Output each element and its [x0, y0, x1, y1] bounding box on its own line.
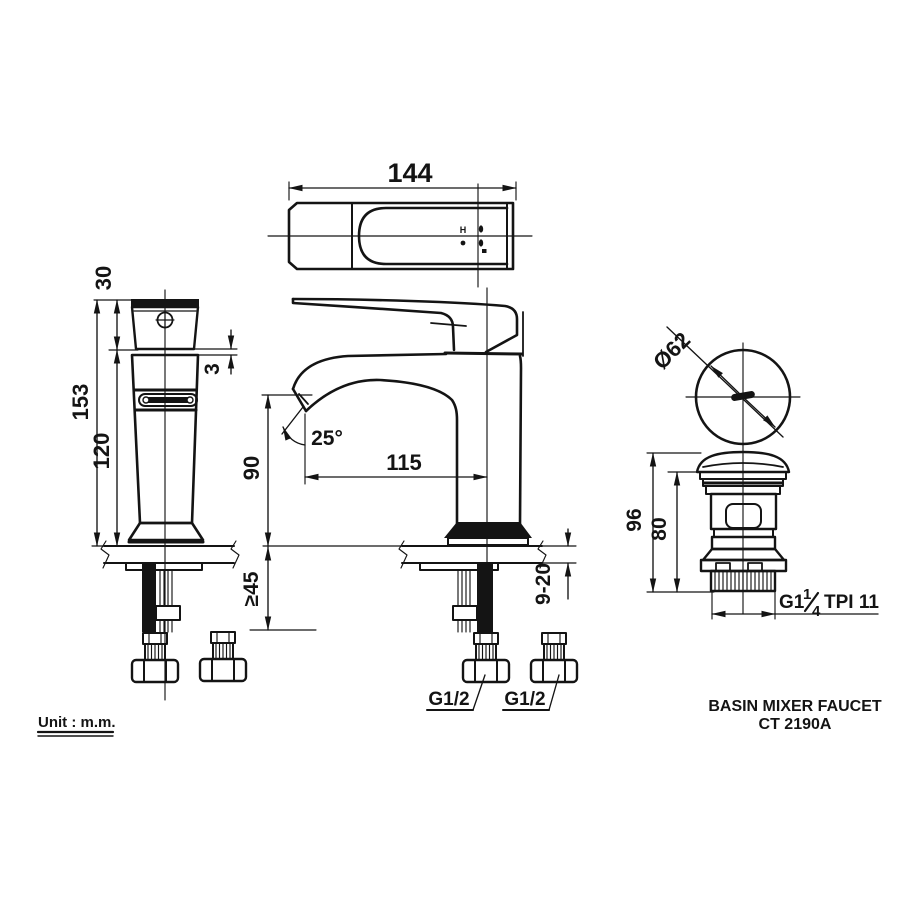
supply-hose-side-left [461, 631, 511, 684]
side-view-dimensions: 90 ≥45 115 25° 9-20 G1/2 G1/2 [239, 394, 572, 711]
base-flange-side [444, 522, 532, 538]
drain-top-view: Ø62 [648, 326, 801, 615]
front-view-dimensions: 30 153 120 3 [68, 266, 238, 547]
model-number: CT 2190A [759, 716, 832, 733]
faucet-base-front [127, 521, 205, 542]
drain-dimensions: 96 80 G1 1 4 TPI 11 [623, 452, 879, 620]
sheet-notes: Unit : m.m. BASIN MIXER FAUCET CT 2190A [36, 698, 882, 737]
mounting-hardware-front [125, 562, 203, 633]
front-view: 30 153 120 3 [68, 266, 248, 701]
spout-reach-dim: 115 [386, 450, 422, 475]
drain-thread-label: G1 1 4 TPI 11 [779, 586, 879, 620]
top-view: 144 H [267, 158, 533, 288]
mounting-stud [477, 563, 493, 632]
drain-overall-height-dim: 96 [623, 508, 646, 531]
supply-hose-front-left [130, 631, 180, 684]
hose-thread-right-label: G1/2 [504, 689, 545, 710]
popup-cap-slot [731, 391, 755, 401]
min-clearance-dim: ≥45 [240, 571, 263, 606]
mounting-stud [142, 564, 156, 632]
drain-body-height-dim: 80 [648, 517, 671, 540]
deck-thickness-dim: 9-20 [532, 563, 555, 605]
mounting-nut [155, 605, 181, 621]
top-width-dim: 144 [387, 158, 432, 188]
supply-hose-front-right [198, 630, 248, 683]
popup-cap-dome [695, 450, 791, 474]
cap-diameter-dim: Ø62 [648, 327, 695, 374]
lever-gap-dim: 3 [201, 363, 224, 375]
hot-mark-label: H [460, 225, 467, 235]
cold-dot-icon [460, 240, 466, 246]
drain-side-view: 96 80 G1 1 4 TPI 11 [623, 450, 879, 620]
spout-angle-dim: 25° [311, 427, 343, 450]
handle-height-dim: 30 [91, 266, 116, 290]
supply-hose-side-right [529, 631, 579, 684]
svg-text:G1: G1 [779, 592, 805, 613]
drain-thread [709, 569, 777, 593]
handle-lever-side [291, 297, 524, 357]
body-height-dim: 120 [89, 433, 114, 470]
total-height-dim: 153 [68, 384, 93, 421]
mounting-hardware-side [419, 562, 499, 633]
svg-text:4: 4 [812, 603, 821, 620]
svg-text:1: 1 [803, 586, 811, 603]
unit-note: Unit : m.m. [38, 714, 116, 731]
side-view: 90 ≥45 115 25° 9-20 G1/2 G1/2 [239, 287, 579, 711]
hose-thread-left-label: G1/2 [428, 689, 469, 710]
product-title: BASIN MIXER FAUCET [708, 698, 882, 715]
svg-text:TPI 11: TPI 11 [824, 592, 879, 613]
hot-cold-indicator: H [460, 225, 487, 253]
outlet-height-dim: 90 [239, 456, 264, 480]
handle-top-cap [131, 299, 199, 307]
handle-detail-line [430, 322, 467, 327]
spout-outlet-front [138, 393, 198, 407]
mounting-nut [452, 605, 478, 621]
